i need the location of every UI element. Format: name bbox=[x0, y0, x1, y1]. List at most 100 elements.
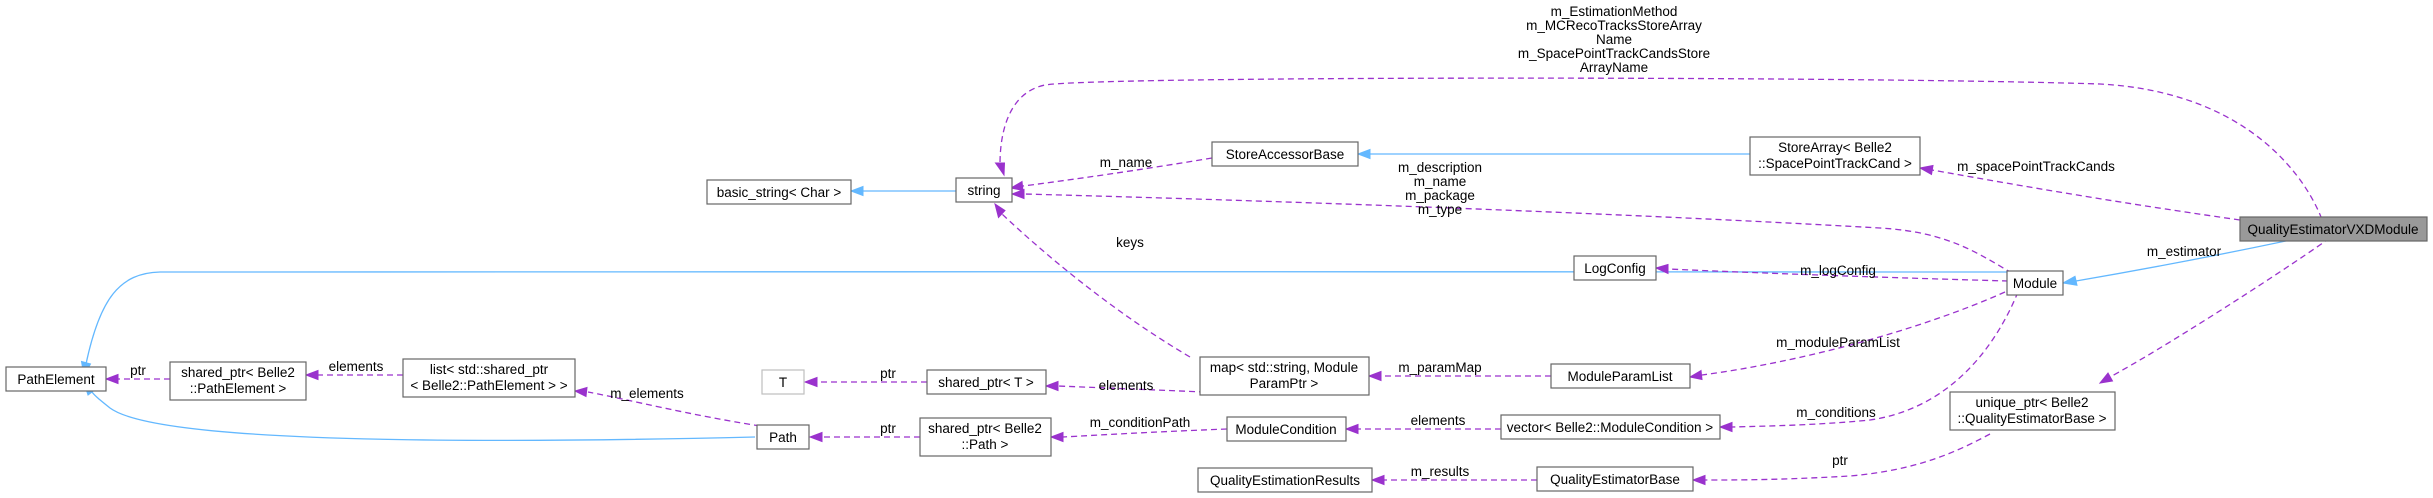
node-store-array-line1: StoreArray< Belle2 bbox=[1778, 140, 1892, 155]
edge-label-ptr-shared-path-element: ptr bbox=[130, 363, 146, 378]
edge-module-param-list-m-param-map bbox=[1367, 370, 1551, 382]
node-module-label: Module bbox=[2013, 276, 2057, 291]
node-unique-ptr-line1: unique_ptr< Belle2 bbox=[1976, 395, 2089, 410]
node-shared-ptr-path-element[interactable]: shared_ptr< Belle2 ::PathElement > bbox=[169, 361, 307, 401]
node-shared-ptr-path-line1: shared_ptr< Belle2 bbox=[928, 421, 1042, 436]
node-unique-ptr-line2: ::QualityEstimatorBase > bbox=[1958, 411, 2107, 426]
node-shared-ptr-path-element-line2: ::PathElement > bbox=[190, 381, 287, 396]
edge-vxd-module-strings bbox=[994, 77, 2326, 229]
edge-label-ptr-estimator: ptr bbox=[1832, 453, 1848, 468]
edge-label-m-estimation-method: m_EstimationMethod bbox=[1551, 4, 1678, 19]
node-unique-ptr[interactable]: unique_ptr< Belle2 ::QualityEstimatorBas… bbox=[1949, 391, 2116, 431]
edge-map-keys bbox=[994, 202, 1191, 358]
node-path-element-label: PathElement bbox=[17, 372, 95, 387]
node-shared-ptr-t-label: shared_ptr< T > bbox=[938, 375, 1034, 390]
edge-unique-ptr-ptr bbox=[1691, 433, 1991, 486]
edge-label-m-condition-path: m_conditionPath bbox=[1090, 415, 1191, 430]
node-t[interactable]: T bbox=[761, 369, 805, 395]
edge-module-m-conditions bbox=[1718, 291, 2019, 433]
node-quality-estimation-results[interactable]: QualityEstimationResults bbox=[1197, 467, 1373, 493]
edge-label-elements-vector: elements bbox=[1411, 413, 1466, 428]
node-shared-ptr-path[interactable]: shared_ptr< Belle2 ::Path > bbox=[919, 417, 1052, 457]
node-basic-string[interactable]: basic_string< Char > bbox=[706, 179, 852, 205]
edge-map-elements bbox=[1044, 380, 1206, 393]
node-store-array[interactable]: StoreArray< Belle2 ::SpacePointTrackCand… bbox=[1749, 136, 1921, 176]
node-log-config-label: LogConfig bbox=[1584, 261, 1646, 276]
edge-vxd-module-m-estimator bbox=[2098, 237, 2331, 384]
node-module-param-list[interactable]: ModuleParamList bbox=[1550, 363, 1691, 389]
edge-store-accessor-m-name bbox=[1009, 157, 1213, 192]
node-path-element[interactable]: PathElement bbox=[5, 366, 107, 392]
edge-label-m-elements: m_elements bbox=[610, 386, 684, 401]
edge-label-elements-list: elements bbox=[329, 359, 384, 374]
edge-list-elements bbox=[304, 369, 403, 381]
edge-label-m-mc-reco-tracks-store-array: m_MCRecoTracksStoreArray bbox=[1526, 18, 1702, 33]
node-map-string-module[interactable]: map< std::string, Module ParamPtr > bbox=[1199, 356, 1370, 396]
node-t-label: T bbox=[779, 375, 787, 390]
edge-vxd-module-m-space-point-track-cands bbox=[1918, 164, 2241, 221]
node-string-label: string bbox=[967, 183, 1000, 198]
edge-label-elements-map: elements bbox=[1099, 378, 1154, 393]
edge-label-m-description: m_description bbox=[1398, 160, 1482, 175]
edge-label-m-package: m_package bbox=[1405, 188, 1475, 203]
edge-quality-estimator-base-m-results bbox=[1370, 474, 1537, 486]
node-quality-estimator-base-label: QualityEstimatorBase bbox=[1550, 472, 1680, 487]
edge-shared-ptr-t-ptr bbox=[803, 376, 927, 388]
edge-path-m-elements bbox=[573, 386, 761, 427]
node-string[interactable]: string bbox=[955, 177, 1013, 203]
edge-label-m-param-map: m_paramMap bbox=[1398, 360, 1481, 375]
edge-module-m-module-param-list bbox=[1688, 291, 2006, 381]
edge-label-ptr-t: ptr bbox=[880, 366, 896, 381]
node-quality-estimator-vxd-module[interactable]: QualityEstimatorVXDModule bbox=[2239, 216, 2428, 242]
edge-module-strings bbox=[1010, 188, 2013, 274]
edge-label-module-strings: m_description m_name m_package m_type bbox=[1398, 160, 1482, 217]
node-store-accessor-base-label: StoreAccessorBase bbox=[1226, 147, 1345, 162]
edge-label-keys: keys bbox=[1116, 235, 1144, 250]
node-map-string-module-line2: ParamPtr > bbox=[1250, 376, 1319, 391]
edge-label-m-module-param-list: m_moduleParamList bbox=[1776, 335, 1900, 350]
edge-vxd-module-inherits-module bbox=[2061, 237, 2301, 286]
node-map-string-module-line1: map< std::string, Module bbox=[1210, 360, 1358, 375]
node-quality-estimator-base[interactable]: QualityEstimatorBase bbox=[1536, 466, 1694, 492]
node-path[interactable]: Path bbox=[756, 424, 810, 450]
edge-string-inherits-basic-string bbox=[849, 185, 967, 197]
edge-shared-ptr-path-element-ptr bbox=[104, 373, 170, 385]
node-shared-ptr-path-line2: ::Path > bbox=[962, 437, 1009, 452]
edge-shared-ptr-path-ptr bbox=[808, 431, 920, 443]
node-log-config[interactable]: LogConfig bbox=[1573, 255, 1657, 281]
edge-label-m-conditions: m_conditions bbox=[1796, 405, 1876, 420]
edge-label-ptr-path: ptr bbox=[880, 421, 896, 436]
node-module-condition[interactable]: ModuleCondition bbox=[1226, 416, 1347, 442]
node-list-shared-ptr-line2: < Belle2::PathElement > > bbox=[410, 378, 567, 393]
edge-label-vxd-strings: m_EstimationMethod m_MCRecoTracksStoreAr… bbox=[1518, 4, 1710, 75]
edge-label-m-space-point-track-cands: m_spacePointTrackCands bbox=[1957, 159, 2115, 174]
node-module[interactable]: Module bbox=[2006, 270, 2064, 296]
node-module-condition-label: ModuleCondition bbox=[1235, 422, 1336, 437]
node-store-array-line2: ::SpacePointTrackCand > bbox=[1758, 156, 1912, 171]
edge-module-m-log-config bbox=[1654, 263, 2009, 282]
node-shared-ptr-path-element-line1: shared_ptr< Belle2 bbox=[181, 365, 295, 380]
edge-label-m-estimator: m_estimator bbox=[2147, 244, 2222, 259]
node-list-shared-ptr-line1: list< std::shared_ptr bbox=[430, 362, 549, 377]
node-basic-string-label: basic_string< Char > bbox=[717, 185, 842, 200]
edge-label-m-type: m_type bbox=[1418, 202, 1462, 217]
node-vector-module-condition[interactable]: vector< Belle2::ModuleCondition > bbox=[1500, 414, 1721, 440]
node-quality-estimation-results-label: QualityEstimationResults bbox=[1210, 473, 1360, 488]
edge-label-array-name: ArrayName bbox=[1580, 60, 1648, 75]
node-vector-module-condition-label: vector< Belle2::ModuleCondition > bbox=[1507, 420, 1713, 435]
edge-label-m-results: m_results bbox=[1411, 464, 1470, 479]
edge-label-m-name-module: m_name bbox=[1414, 174, 1467, 189]
edge-vector-elements bbox=[1344, 423, 1501, 435]
edge-store-array-inherits-store-accessor-base bbox=[1356, 148, 1750, 160]
node-store-accessor-base[interactable]: StoreAccessorBase bbox=[1211, 141, 1359, 167]
node-module-param-list-label: ModuleParamList bbox=[1567, 369, 1672, 384]
node-quality-estimator-vxd-module-label: QualityEstimatorVXDModule bbox=[2247, 222, 2418, 237]
edge-label-name: Name bbox=[1596, 32, 1632, 47]
edge-module-condition-m-condition-path bbox=[1049, 428, 1228, 443]
edge-label-m-space-point-track-cands-store: m_SpacePointTrackCandsStore bbox=[1518, 46, 1710, 61]
node-shared-ptr-t[interactable]: shared_ptr< T > bbox=[926, 369, 1047, 395]
edge-label-m-name: m_name bbox=[1100, 155, 1153, 170]
node-list-shared-ptr[interactable]: list< std::shared_ptr < Belle2::PathElem… bbox=[402, 358, 576, 398]
node-path-label: Path bbox=[769, 430, 797, 445]
